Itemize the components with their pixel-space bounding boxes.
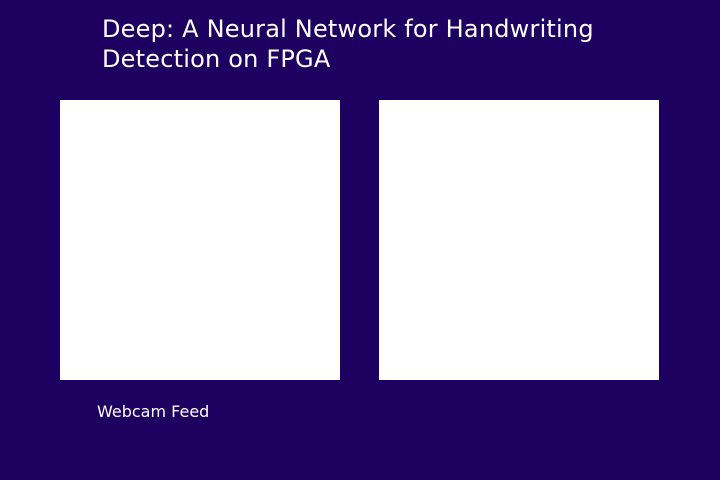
page-title-line-2: Detection on FPGA <box>102 45 331 73</box>
page-title-line-1: Deep: A Neural Network for Handwriting <box>102 15 594 43</box>
webcam-feed-panel <box>60 100 340 380</box>
page-title: Deep: A Neural Network for Handwriting D… <box>102 14 662 74</box>
output-panel <box>379 100 659 380</box>
webcam-feed-caption: Webcam Feed <box>97 402 210 421</box>
